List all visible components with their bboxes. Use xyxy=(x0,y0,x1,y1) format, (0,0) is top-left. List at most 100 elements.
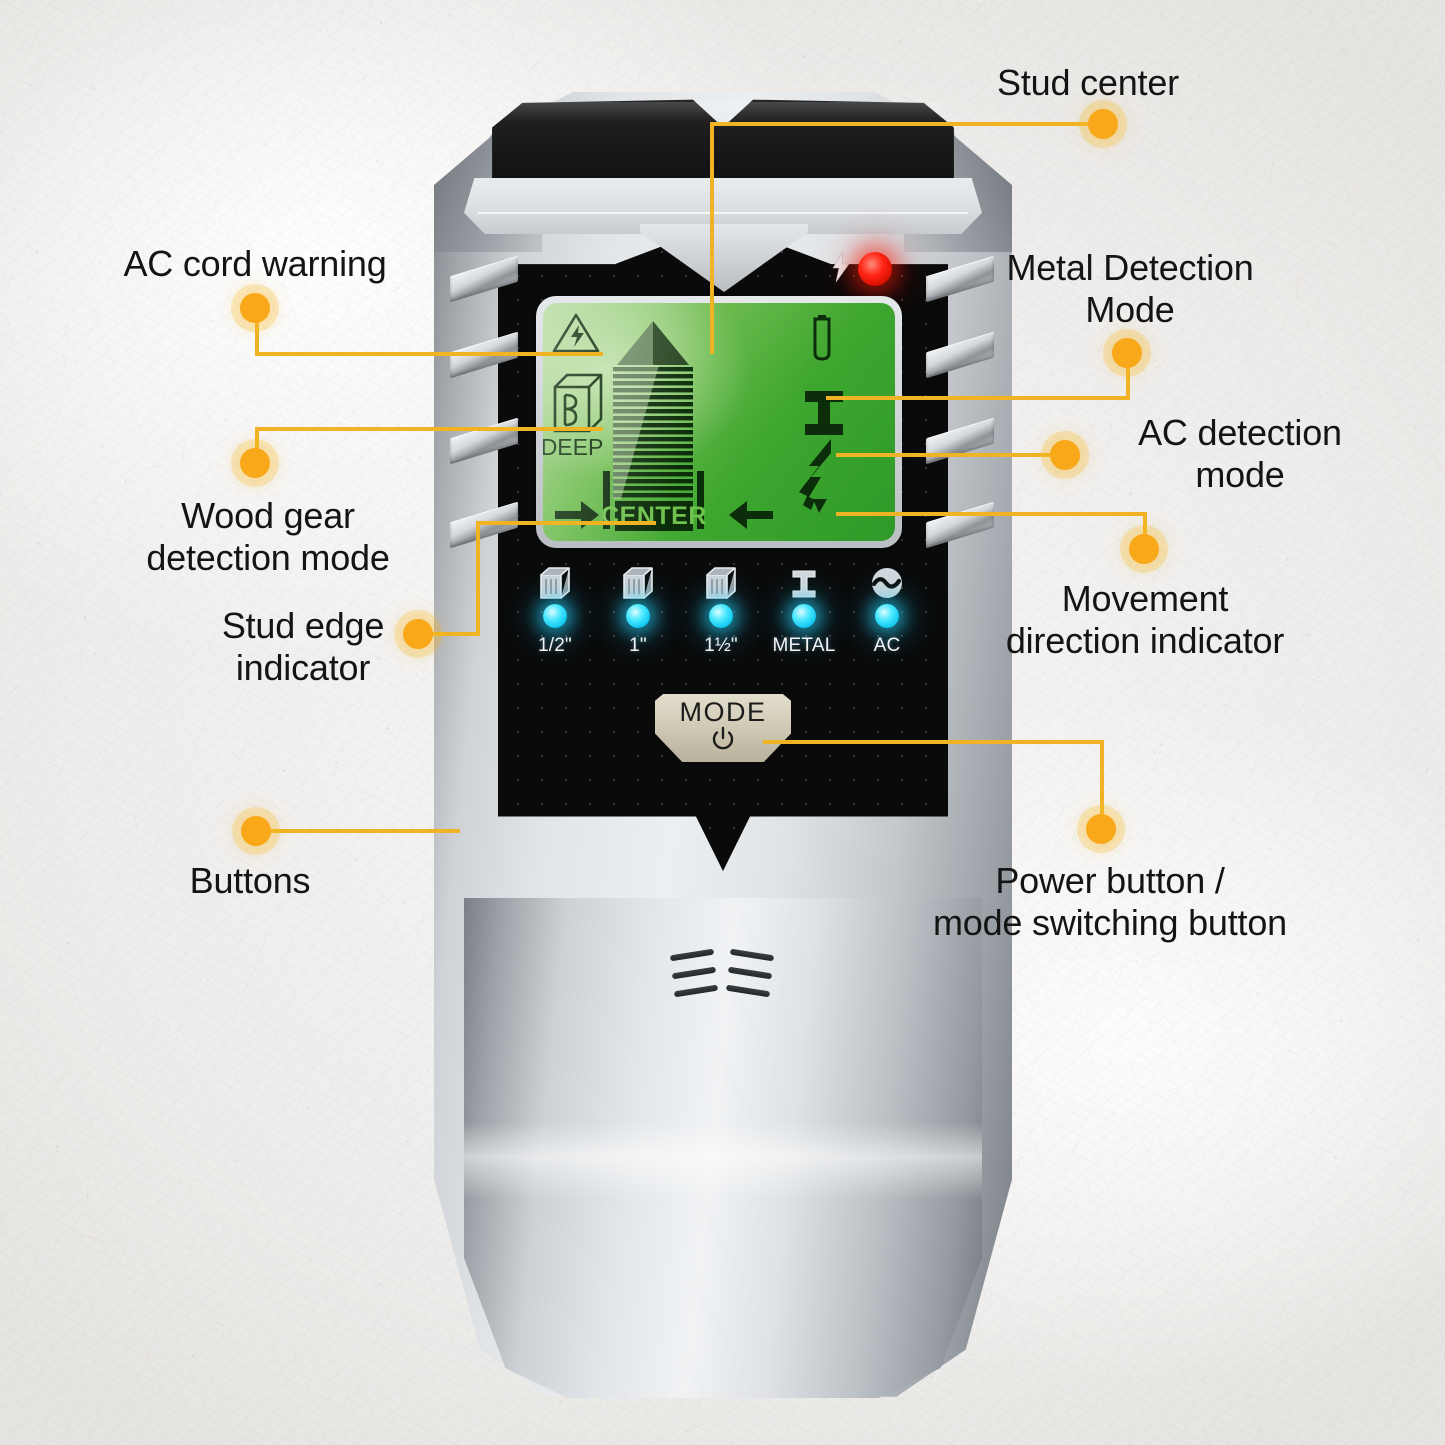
led-indicator-ac: AC xyxy=(850,564,924,657)
bargraph-bar xyxy=(613,472,693,477)
leader-dot-power-button xyxy=(1086,814,1116,844)
leader-line-stud-edge-h2 xyxy=(476,521,656,525)
wood-block-icon xyxy=(538,564,572,602)
bargraph-bar xyxy=(613,395,693,400)
bargraph-bar xyxy=(613,423,693,428)
led-indicator-one-inch: 1" xyxy=(601,564,675,657)
power-icon xyxy=(712,727,734,750)
annotation-label-ac-cord-warning: AC cord warning xyxy=(123,243,387,284)
grip-slot xyxy=(450,417,518,465)
ac-detection-icon xyxy=(799,439,831,513)
ac-cord-warning-icon xyxy=(552,313,600,353)
stud-center-bargraph-icon xyxy=(613,321,693,499)
leader-dot-stud-edge xyxy=(403,619,433,649)
grip-slots-left xyxy=(448,255,522,590)
leader-line-stud-center-h xyxy=(712,122,1105,126)
leader-dot-wood-gear xyxy=(240,448,270,478)
bargraph-bar xyxy=(613,479,693,484)
grip-slot xyxy=(450,255,518,303)
leader-line-power-button-h xyxy=(763,740,1104,744)
wood-deep-mode-icon: DEEP xyxy=(543,373,603,460)
grip-slot xyxy=(926,501,994,549)
leader-line-buttons xyxy=(264,829,460,833)
leader-dot-stud-center xyxy=(1088,109,1118,139)
led-dot xyxy=(709,604,733,628)
mode-power-button[interactable]: MODE xyxy=(655,694,791,762)
stud-edge-bar-right-icon xyxy=(697,471,704,529)
bargraph-bar xyxy=(613,402,693,407)
led-label: AC xyxy=(873,635,901,656)
arrow-left-icon xyxy=(729,501,773,529)
leader-line-metal-detection-h xyxy=(826,396,1130,400)
mode-button-label: MODE xyxy=(679,697,767,727)
stud-edge-bar-left-icon xyxy=(603,471,610,529)
led-label: 1½" xyxy=(704,635,738,656)
leader-line-wood-gear-h xyxy=(255,427,603,431)
grip-slot xyxy=(926,417,994,465)
bargraph-bar xyxy=(613,444,693,449)
leader-line-movement-direction-h xyxy=(836,512,1147,516)
bargraph-bar xyxy=(613,493,693,498)
led-dot xyxy=(875,604,899,628)
bargraph-bar xyxy=(613,388,693,393)
center-indicator: CENTER xyxy=(601,501,707,531)
led-label: METAL xyxy=(772,635,836,656)
bargraph-bar xyxy=(613,416,693,421)
grip-slot xyxy=(450,501,518,549)
leader-dot-movement-direction xyxy=(1129,534,1159,564)
bargraph-bar xyxy=(613,430,693,435)
annotation-label-power-button: Power button /mode switching button xyxy=(932,860,1287,944)
wood-block-icon xyxy=(704,564,738,602)
leader-line-ac-detection xyxy=(836,453,1066,457)
leader-line-stud-center-v xyxy=(710,122,714,354)
led-indicator-half-inch: 1/2" xyxy=(518,564,592,657)
leader-dot-metal-detection xyxy=(1112,338,1142,368)
led-indicator-one-half-inch: 1½" xyxy=(684,564,758,657)
collar-highlight-line xyxy=(478,212,968,214)
led-dot xyxy=(792,604,816,628)
led-label: 1" xyxy=(629,635,647,656)
leader-line-stud-edge-h1 xyxy=(424,632,480,636)
bargraph-bar xyxy=(613,486,693,491)
ac-warning-led xyxy=(858,252,892,286)
leader-line-power-button-v xyxy=(1100,740,1104,836)
metal-detection-icon xyxy=(805,391,843,435)
lcd-screen: DEEP xyxy=(543,303,895,541)
speaker-vent xyxy=(669,948,778,1000)
leader-dot-buttons xyxy=(241,816,271,846)
bargraph-bar xyxy=(613,465,693,470)
top-cap-gloss xyxy=(494,102,952,122)
deep-label: DEEP xyxy=(543,434,603,460)
bargraph-bar xyxy=(613,451,693,456)
led-dot xyxy=(543,604,567,628)
bargraph-bar xyxy=(613,381,693,386)
ac-wave-icon xyxy=(869,564,905,602)
leader-line-metal-detection-v xyxy=(1126,353,1130,398)
led-indicator-metal: METAL xyxy=(767,564,841,657)
bargraph-bar xyxy=(613,437,693,442)
leader-line-ac-cord-warning-v xyxy=(255,308,259,354)
lower-body-sheen xyxy=(464,1122,982,1200)
annotation-label-buttons: Buttons xyxy=(189,860,311,901)
leader-dot-ac-cord-warning xyxy=(240,293,270,323)
center-label: CENTER xyxy=(601,502,707,530)
leader-dot-ac-detection xyxy=(1050,440,1080,470)
lightning-bolt-icon xyxy=(832,252,850,282)
leader-line-ac-cord-warning-h xyxy=(255,352,603,356)
wood-block-icon xyxy=(621,564,655,602)
led-dot xyxy=(626,604,650,628)
led-label: 1/2" xyxy=(538,635,572,656)
i-beam-icon xyxy=(787,564,821,602)
stud-finder-device: DEEP xyxy=(434,92,1012,1402)
bargraph-bar xyxy=(613,374,693,379)
bargraph-bar xyxy=(613,409,693,414)
bargraph-bar xyxy=(613,367,693,372)
annotation-label-stud-center: Stud center xyxy=(997,62,1179,103)
battery-icon xyxy=(813,315,831,361)
